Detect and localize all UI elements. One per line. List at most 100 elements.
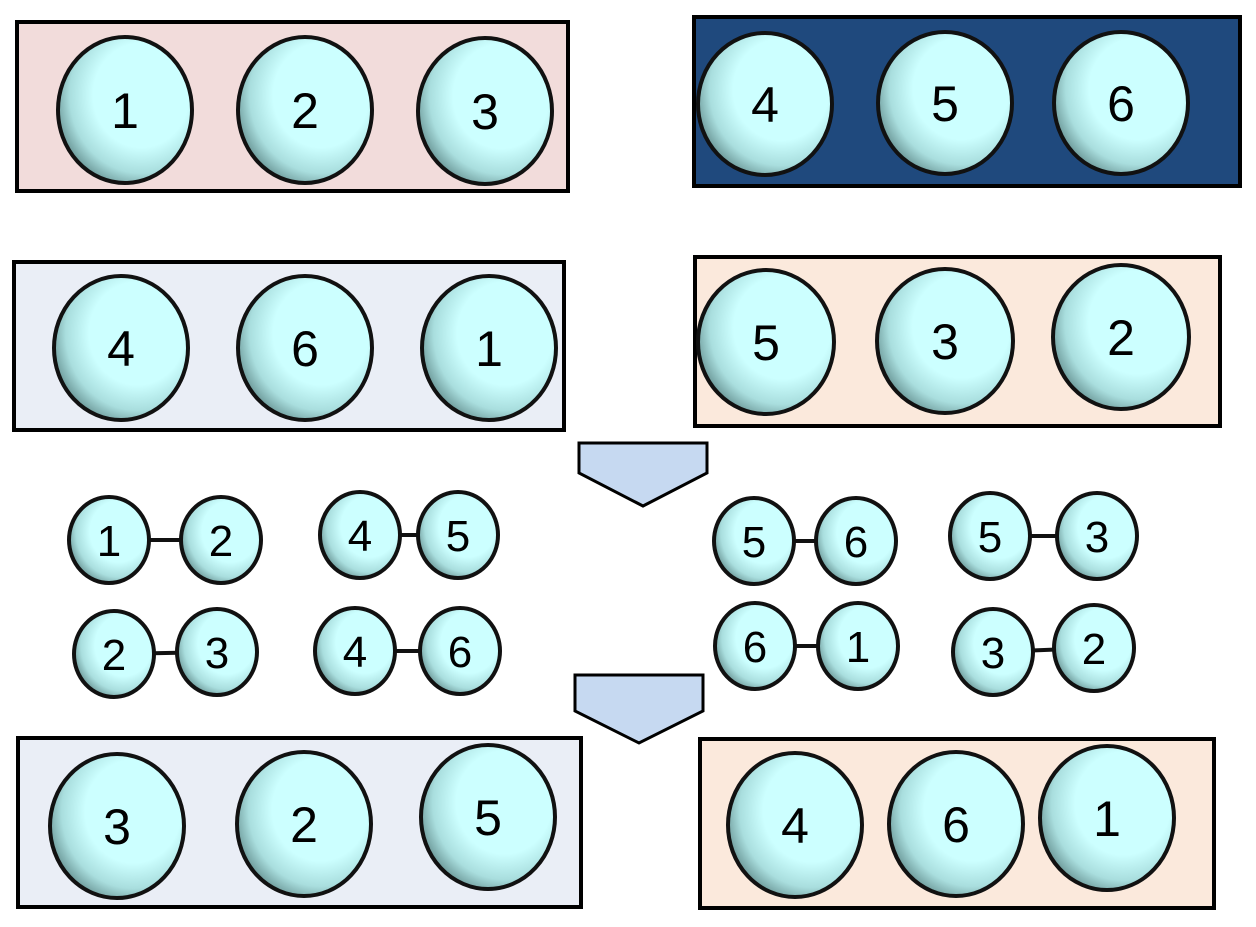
node-circle: [951, 607, 1035, 697]
pair-node-to: 5: [416, 490, 500, 580]
pair-node-to: 6: [814, 496, 898, 586]
down-arrow-2: [573, 673, 705, 745]
down-arrow-1: [577, 441, 709, 508]
node-circle: [1038, 744, 1176, 892]
pair-node-to: 3: [1055, 491, 1139, 581]
node-circle: [52, 274, 190, 422]
node-circle: [948, 491, 1032, 581]
node-label: 6: [291, 321, 319, 377]
node-circle: [1055, 491, 1139, 581]
pair-node-from: 1: [67, 495, 151, 585]
node-circle: [713, 601, 797, 691]
second-b-node: 5: [696, 268, 836, 416]
pair-node-from: 4: [313, 606, 397, 696]
node-circle: [814, 496, 898, 586]
parent-b-node: 4: [696, 31, 834, 177]
pair-node-from: 4: [318, 490, 402, 580]
node-circle: [887, 750, 1025, 898]
parent-a-node: 3: [416, 36, 554, 186]
parent-b-node: 5: [876, 30, 1014, 176]
node-label: 4: [107, 321, 135, 377]
node-label: 4: [343, 628, 367, 677]
second-a-node: 1: [420, 274, 558, 422]
node-circle: [712, 496, 796, 586]
node-circle: [48, 752, 186, 900]
node-label: 3: [205, 629, 229, 678]
result-b-node: 6: [887, 750, 1025, 898]
node-label: 5: [742, 518, 766, 567]
pair-node-from: 5: [712, 496, 796, 586]
pair-node-from: 2: [72, 609, 156, 699]
node-label: 2: [209, 517, 233, 566]
node-label: 6: [942, 797, 970, 853]
node-circle: [419, 743, 557, 891]
result-b-node: 1: [1038, 744, 1176, 892]
node-label: 4: [348, 512, 372, 561]
node-label: 1: [111, 83, 139, 139]
node-circle: [72, 609, 156, 699]
pair-node-from: 3: [951, 607, 1035, 697]
node-label: 6: [448, 628, 472, 677]
node-circle: [1052, 30, 1190, 176]
node-circle: [416, 490, 500, 580]
node-circle: [313, 606, 397, 696]
second-a-node: 6: [236, 274, 374, 422]
node-circle: [1052, 603, 1136, 693]
node-circle: [418, 606, 502, 696]
node-label: 2: [290, 797, 318, 853]
node-circle: [876, 30, 1014, 176]
second-a-node: 4: [52, 274, 190, 422]
node-label: 3: [931, 314, 959, 370]
node-circle: [416, 36, 554, 186]
parent-b-node: 6: [1052, 30, 1190, 176]
parent-a-node: 1: [56, 35, 194, 185]
node-label: 3: [981, 629, 1005, 678]
node-circle: [696, 268, 836, 416]
node-label: 2: [1082, 625, 1106, 674]
node-label: 4: [781, 798, 809, 854]
nodes-layer: 1 2 3 4 5 6 4 6 1 5 3 2 3 2 5 4 6 1 1 2 4 5 2 3 4 6 5 6 5 3 6 1 3 2: [48, 30, 1191, 900]
node-circle: [875, 267, 1015, 415]
node-label: 4: [751, 77, 779, 133]
node-circle: [236, 274, 374, 422]
node-label: 1: [475, 321, 503, 377]
node-label: 1: [1093, 791, 1121, 847]
node-label: 2: [1107, 310, 1135, 366]
node-label: 3: [103, 799, 131, 855]
node-label: 3: [1085, 513, 1109, 562]
second-b-node: 2: [1051, 263, 1191, 411]
node-label: 6: [844, 518, 868, 567]
pair-node-to: 3: [175, 607, 259, 697]
node-label: 2: [102, 631, 126, 680]
node-circle: [420, 274, 558, 422]
node-label: 2: [291, 83, 319, 139]
pair-node-from: 5: [948, 491, 1032, 581]
pair-node-to: 2: [179, 495, 263, 585]
node-label: 3: [471, 84, 499, 140]
pair-node-to: 2: [1052, 603, 1136, 693]
node-circle: [318, 490, 402, 580]
arrows-layer: [573, 441, 709, 745]
node-label: 5: [752, 315, 780, 371]
pair-node-from: 6: [713, 601, 797, 691]
node-circle: [179, 495, 263, 585]
node-circle: [236, 35, 374, 185]
node-circle: [816, 601, 900, 691]
node-label: 6: [743, 623, 767, 672]
second-b-node: 3: [875, 267, 1015, 415]
node-circle: [56, 35, 194, 185]
node-label: 1: [97, 517, 121, 566]
result-a-node: 5: [419, 743, 557, 891]
node-label: 5: [474, 790, 502, 846]
result-a-node: 2: [235, 750, 373, 898]
pair-node-to: 6: [418, 606, 502, 696]
result-a-node: 3: [48, 752, 186, 900]
node-circle: [1051, 263, 1191, 411]
node-label: 6: [1107, 76, 1135, 132]
node-label: 5: [931, 76, 959, 132]
node-label: 5: [446, 512, 470, 561]
node-label: 1: [846, 623, 870, 672]
result-b-node: 4: [726, 751, 864, 899]
node-circle: [67, 495, 151, 585]
